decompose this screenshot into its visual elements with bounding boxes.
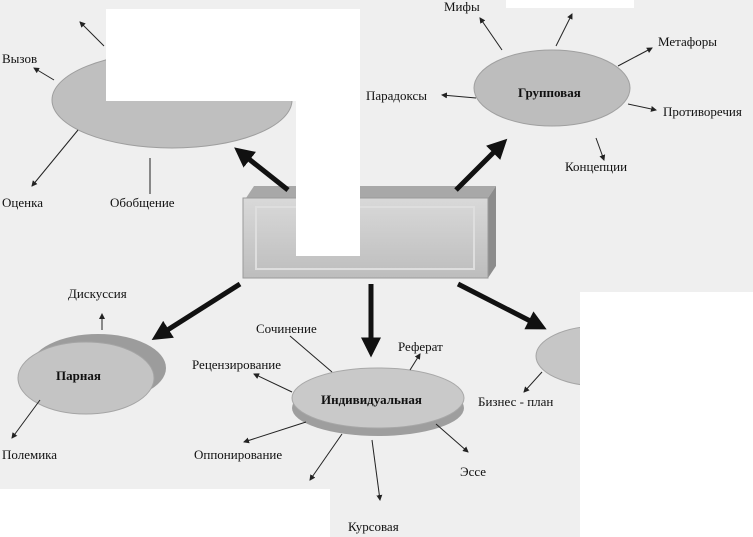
arrow-to-group xyxy=(454,138,508,192)
arrow-biznes-plan xyxy=(523,371,543,393)
label-vyzov: Вызов xyxy=(2,51,38,66)
arrow-protivorechiya xyxy=(627,103,657,112)
arrow-mify xyxy=(479,17,503,51)
label-esse: Эссе xyxy=(460,464,487,479)
arrow-koncepcii xyxy=(595,137,606,161)
label-paradoksy: Парадоксы xyxy=(366,88,428,103)
line-sochinenie xyxy=(289,335,333,373)
arrow-group-top xyxy=(555,13,573,47)
individual-disc xyxy=(291,367,465,429)
label-protivorechiya: Противоречия xyxy=(663,104,742,119)
arrow-metafory xyxy=(617,47,653,67)
label-obobshchenie: Обобщение xyxy=(110,195,175,210)
arrow-recenzirovanie xyxy=(253,373,293,393)
mask-bottom-left xyxy=(0,489,330,537)
pair-disc xyxy=(17,341,155,415)
arrow-to-project xyxy=(456,281,547,330)
center-box-inner xyxy=(255,206,475,270)
arrow-kursovaya xyxy=(371,439,383,501)
arrow-ocenka xyxy=(31,129,79,187)
arrow-opponirovanie xyxy=(243,421,307,444)
label-metafory: Метафоры xyxy=(658,34,717,49)
label-diskussiya: Дискуссия xyxy=(68,286,127,301)
arrow-paradoksy xyxy=(441,92,477,99)
center-box-side xyxy=(488,186,496,278)
label-mify: Мифы xyxy=(444,0,480,14)
label-ocenka: Оценка xyxy=(2,195,43,210)
group-label: Групповая xyxy=(518,85,581,100)
label-koncepcii: Концепции xyxy=(565,159,628,174)
group-ellipse xyxy=(473,49,631,127)
arrow-to-pair xyxy=(151,281,242,341)
label-sochinenie: Сочинение xyxy=(256,321,317,336)
arrow-polemika xyxy=(11,399,41,439)
mask-top-right xyxy=(506,0,634,8)
pair-label: Парная xyxy=(56,368,101,383)
label-opponirovanie: Оппонирование xyxy=(194,447,283,462)
arrow-to-frontal xyxy=(234,147,290,192)
arrow-referat xyxy=(409,353,421,371)
center-box-front xyxy=(242,197,489,279)
label-kursovaya: Курсовая xyxy=(348,519,399,534)
label-biznes-plan: Бизнес - план xyxy=(478,394,554,409)
arrow-frontal-top xyxy=(79,21,105,47)
arrow-esse xyxy=(435,423,469,453)
mask-center xyxy=(296,90,360,256)
label-polemika: Полемика xyxy=(2,447,58,462)
arrow-individual-extra xyxy=(309,433,343,481)
mask-top-left xyxy=(106,9,360,101)
individual-label: Индивидуальная xyxy=(321,392,422,407)
label-referat: Реферат xyxy=(398,339,443,354)
label-recenzirovanie: Рецензирование xyxy=(192,357,282,372)
arrow-vyzov xyxy=(33,67,55,81)
mask-right xyxy=(580,292,753,537)
